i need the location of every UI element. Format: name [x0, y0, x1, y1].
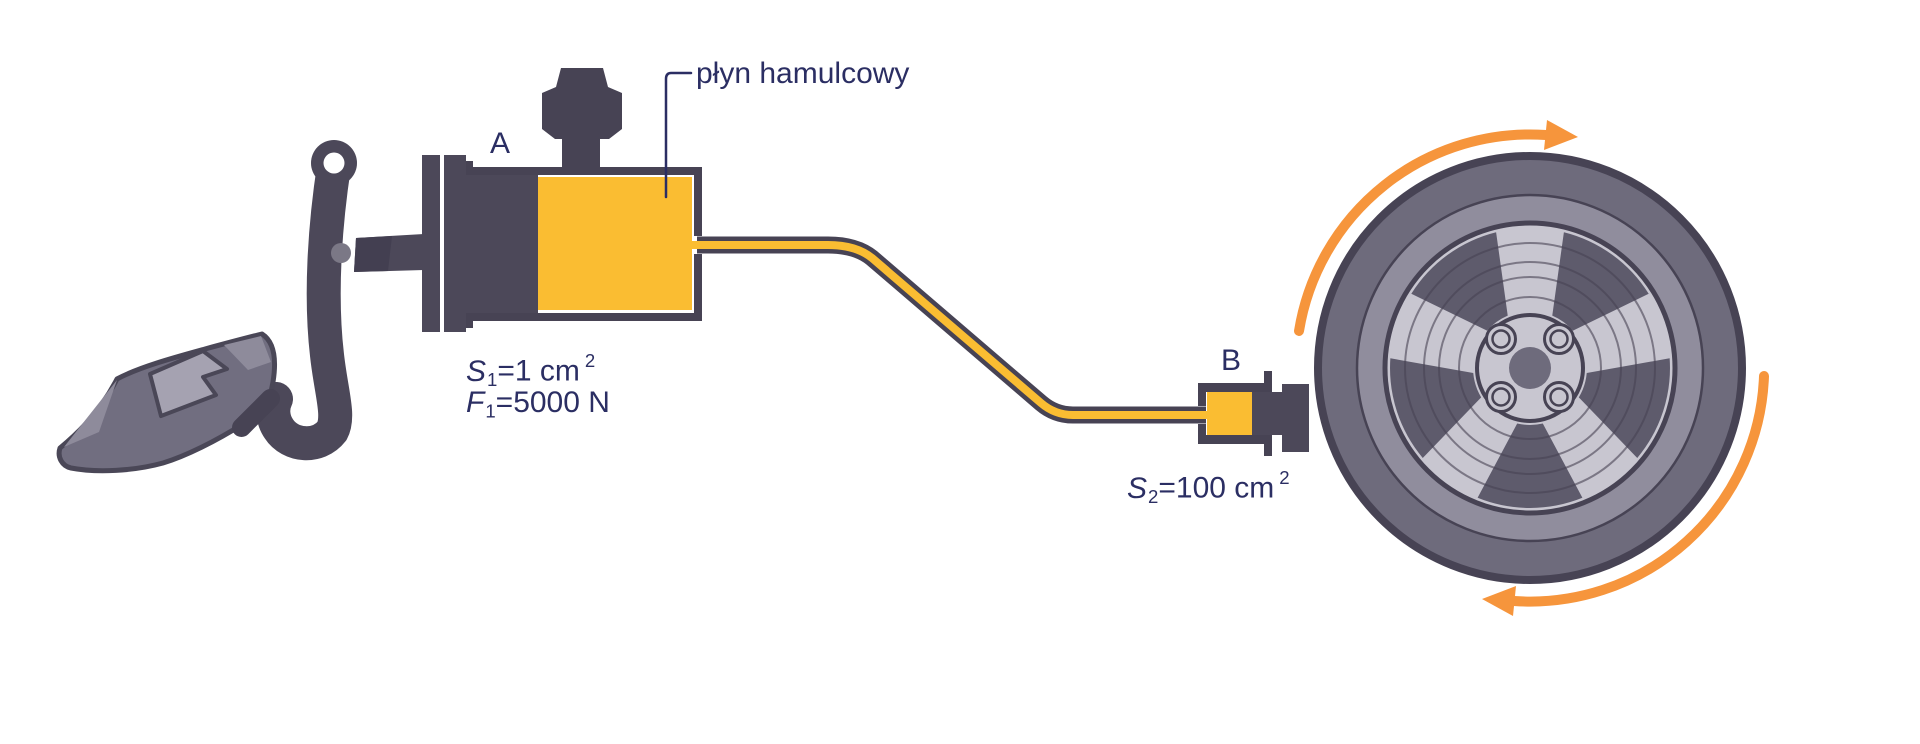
- lug-nut-inner: [1491, 329, 1511, 349]
- rim-spokes: [1390, 232, 1670, 508]
- pedal-arm: [256, 149, 353, 461]
- pedal-assembly: [56, 140, 424, 474]
- pedal-pivot: [331, 243, 351, 263]
- slave-fluid: [1207, 392, 1252, 435]
- fluid-pointer-line: [664, 71, 693, 199]
- rotation-arrow-top: [1294, 120, 1578, 336]
- filler-cap-neck: [562, 139, 600, 169]
- lug-nut-inner: [1491, 387, 1511, 407]
- slave-wall-left-upper: [1198, 392, 1206, 406]
- s1-subscript: 1: [487, 369, 498, 391]
- cylinder-wall-right-lower: [694, 254, 702, 313]
- rotation-arc-top: [1294, 129, 1551, 336]
- rim-spoke-gap: [1411, 232, 1508, 331]
- cylinder-wall-bottom: [466, 313, 702, 321]
- s1-symbol: S: [466, 354, 487, 388]
- cylinder-lip-bottom: [466, 313, 473, 328]
- s1-value: =1 cm: [497, 354, 580, 388]
- shoe-toe-patch: [64, 380, 117, 447]
- slave-wall-bottom: [1198, 435, 1272, 444]
- rotation-arrowhead-bottom: [1482, 586, 1516, 616]
- fluid-label: płyn hamulcowy: [696, 57, 910, 90]
- pedal-pushrod-shade: [354, 236, 392, 272]
- lug-nuts: [1485, 323, 1575, 413]
- master-fluid: [538, 177, 692, 310]
- f1-symbol: F: [466, 386, 485, 419]
- rim-ring-line: [1423, 261, 1637, 475]
- slave-piston-pad: [1282, 384, 1309, 452]
- s2-exponent: 2: [1279, 467, 1290, 488]
- slave-wall-left-lower: [1198, 424, 1206, 435]
- s2-symbol: S: [1127, 471, 1148, 505]
- cylinder-wall-right-upper: [694, 175, 702, 236]
- rim-ring-line: [1458, 296, 1602, 440]
- foot-on-pedal: [56, 331, 278, 474]
- rim-spoke-gap: [1578, 358, 1670, 458]
- label-point-a: A: [490, 127, 511, 160]
- master-cylinder-flange: [422, 155, 440, 332]
- wheel: [1294, 120, 1769, 616]
- f1-force-label: F1=5000 N: [466, 386, 610, 428]
- rim-ring-line: [1438, 276, 1622, 460]
- label-point-b: B: [1221, 344, 1242, 377]
- s1-exponent: 2: [584, 350, 596, 371]
- rim-spoke-gap: [1477, 423, 1583, 508]
- shoe-panel: [148, 349, 229, 418]
- slave-lip-top: [1264, 371, 1272, 383]
- slave-lip-bottom: [1264, 444, 1272, 456]
- rim-spoke-gap: [1552, 232, 1649, 331]
- lug-nut-inner: [1549, 387, 1569, 407]
- brake-line-fluid: [690, 241, 1212, 419]
- pedal-arm-hole: [323, 152, 345, 174]
- rim-spoke-gap: [1390, 358, 1482, 458]
- s2-value: =100 cm: [1158, 471, 1275, 505]
- slave-cylinder: [1198, 371, 1309, 456]
- slave-wall-top: [1198, 383, 1272, 392]
- rim-ring-line: [1404, 242, 1656, 494]
- hub-bore: [1509, 347, 1551, 389]
- rotation-arc-bottom: [1509, 371, 1769, 607]
- master-cylinder: [422, 68, 702, 332]
- s2-subscript: 2: [1148, 486, 1159, 508]
- cylinder-wall-top: [466, 167, 702, 175]
- f1-value: =5000 N: [495, 386, 610, 419]
- rotation-arrow-bottom: [1482, 371, 1769, 616]
- filler-cap: [542, 68, 622, 139]
- shoe-heel-patch: [224, 336, 271, 370]
- f1-subscript: 1: [485, 400, 496, 422]
- pedal-pad: [232, 389, 280, 437]
- slave-piston: [1252, 392, 1282, 435]
- master-piston: [444, 155, 538, 332]
- lug-nut-inner: [1549, 329, 1569, 349]
- rotation-arrowhead-top: [1544, 120, 1578, 150]
